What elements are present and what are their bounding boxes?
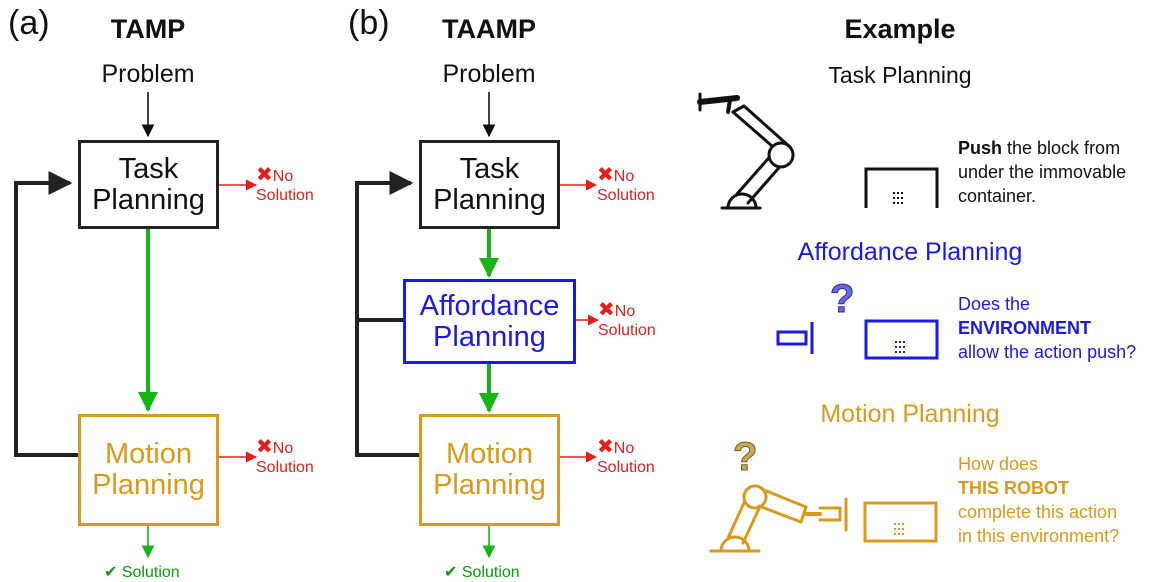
- container-icon: [863, 501, 938, 543]
- panel-b-no-solution-3: ✖No Solution: [597, 436, 655, 477]
- panel-b-no-solution-2: ✖No Solution: [598, 299, 656, 340]
- panel-a-motion-planning-box: Motion Planning: [78, 414, 219, 526]
- panel-a-tag: (a): [8, 4, 50, 42]
- question-mark-icon: ?: [733, 435, 758, 480]
- no-solution-label: No Solution: [597, 440, 655, 476]
- svg-text:?: ?: [830, 277, 854, 321]
- no-solution-label: No Solution: [598, 303, 656, 339]
- x-mark-icon: ✖: [598, 299, 615, 321]
- affordance-line-3: allow the action push?: [958, 342, 1137, 362]
- example-task-heading: Task Planning: [828, 62, 972, 88]
- check-mark-icon: ✔: [104, 564, 122, 581]
- question-mark-icon: ?: [830, 277, 855, 322]
- x-mark-icon: ✖: [597, 164, 614, 186]
- task-description-rest: the block from under the immovable conta…: [958, 138, 1127, 206]
- svg-text:?: ?: [733, 435, 757, 479]
- feedback-loop-a: [14, 171, 78, 457]
- motion-line-4: in this environment?: [958, 526, 1120, 546]
- panel-b-affordance-planning-box: Affordance Planning: [403, 279, 576, 364]
- panel-a-no-solution-2: ✖No Solution: [256, 436, 314, 477]
- affordance-emphasis: ENVIRONMENT: [958, 318, 1092, 338]
- panel-b-no-solution-1: ✖No Solution: [597, 164, 655, 205]
- panel-a-problem: Problem: [101, 60, 195, 88]
- panel-b-problem: Problem: [442, 60, 536, 88]
- panel-a-no-solution-1: ✖No Solution: [256, 164, 314, 205]
- panel-b-title: TAAMP: [442, 14, 536, 44]
- example-motion-description: How does THIS ROBOT complete this action…: [958, 452, 1168, 548]
- x-mark-icon: ✖: [256, 164, 273, 186]
- gripper-icon: [776, 322, 814, 354]
- affordance-line-1: Does the: [958, 294, 1031, 314]
- panel-b-motion-planning-box: Motion Planning: [419, 414, 560, 526]
- panel-a-solution: ✔ Solution: [104, 562, 180, 582]
- task-action-word: Push: [958, 138, 1003, 158]
- example-affordance-heading: Affordance Planning: [797, 238, 1023, 266]
- motion-line-3: complete this action: [958, 502, 1118, 522]
- x-mark-icon: ✖: [597, 436, 614, 458]
- no-solution-label: No Solution: [256, 440, 314, 476]
- check-mark-icon: ✔: [444, 564, 462, 581]
- container-icon: [864, 167, 939, 208]
- example-motion-heading: Motion Planning: [820, 400, 1000, 428]
- example-title: Example: [844, 14, 956, 44]
- no-solution-label: No Solution: [256, 168, 314, 204]
- motion-emphasis: THIS ROBOT: [958, 478, 1069, 498]
- example-affordance-description: Does the ENVIRONMENT allow the action pu…: [958, 292, 1168, 364]
- panel-a-task-planning-box: Task Planning: [78, 140, 219, 229]
- no-solution-label: No Solution: [597, 168, 655, 204]
- panel-a-arrows: [14, 92, 258, 559]
- example-task-description: Push the block from under the immovable …: [958, 136, 1168, 208]
- panel-b-tag: (b): [348, 4, 390, 42]
- solution-label: Solution: [461, 564, 520, 581]
- motion-line-1: How does: [958, 454, 1039, 474]
- panel-b-task-planning-box: Task Planning: [419, 140, 560, 229]
- container-icon: [864, 319, 939, 360]
- panel-b-solution: ✔ Solution: [444, 562, 520, 582]
- solution-label: Solution: [121, 564, 180, 581]
- panel-a-title: TAMP: [110, 14, 186, 44]
- panel-b-arrows: [355, 92, 600, 559]
- robot-arm-icon: [709, 484, 848, 553]
- robot-arm-icon: [697, 92, 795, 210]
- x-mark-icon: ✖: [256, 436, 273, 458]
